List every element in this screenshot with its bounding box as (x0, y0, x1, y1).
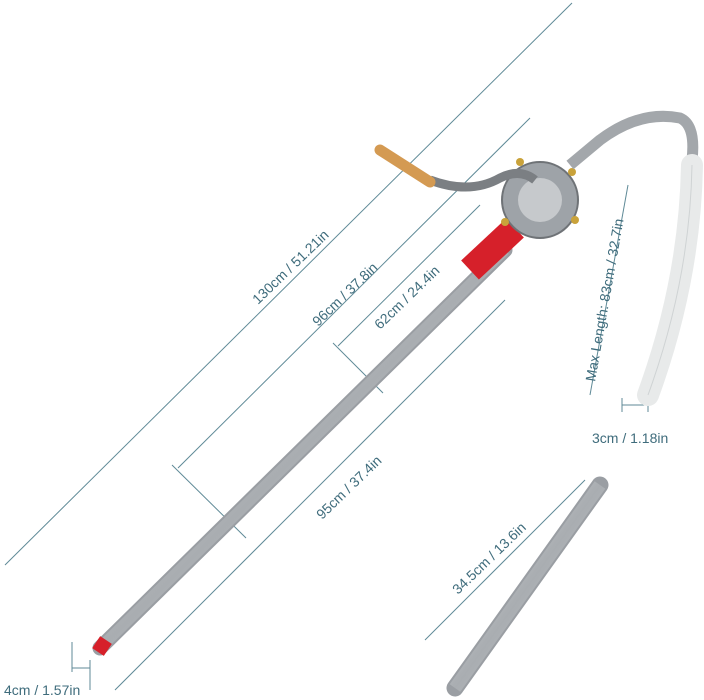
crank-arm (428, 169, 538, 192)
pump-head (374, 144, 579, 239)
label-upper-length: 96cm / 37.8in (309, 259, 381, 329)
dim-line-upper (177, 117, 531, 469)
dim-line-extension (424, 479, 586, 641)
dim-line-total (4, 2, 573, 566)
extension-tube (446, 476, 609, 697)
dim-tick (171, 464, 247, 539)
pump-pole (92, 218, 524, 656)
label-lower-length: 95cm / 37.4in (313, 452, 385, 522)
dim-line-lower (114, 299, 506, 691)
red-collar (461, 218, 524, 280)
outlet-hose (566, 110, 703, 406)
label-hose-max-length: Max Length: 83cm / 32.7in (582, 217, 626, 382)
red-end-cap (92, 636, 112, 656)
label-extension-tube: 34.5cm / 13.6in (449, 519, 529, 597)
dimension-lines (4, 2, 649, 691)
wooden-handle (374, 144, 436, 188)
label-tube-diameter: 4cm / 1.57in (4, 682, 80, 698)
dim-line-hose (589, 184, 629, 396)
label-hose-diameter: 3cm / 1.18in (592, 430, 668, 446)
label-total-length: 130cm / 51.21in (249, 226, 332, 307)
dim-line-62 (337, 204, 481, 347)
